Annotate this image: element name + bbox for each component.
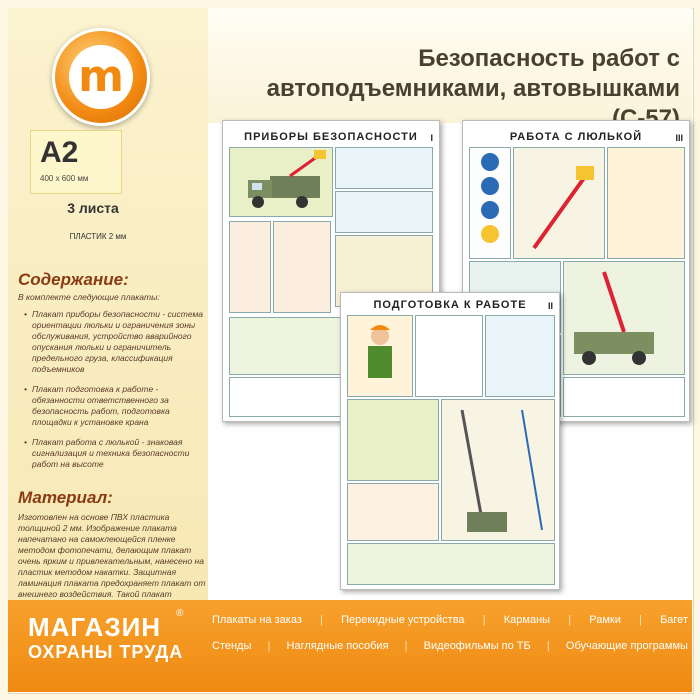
registered-mark: ® [176, 608, 184, 619]
panel-zone-left [229, 221, 271, 313]
panel-limits [335, 191, 433, 233]
shop-subtitle[interactable]: ОХРАНЫ ТРУДА [28, 642, 184, 662]
nav-safety-videos[interactable]: Видеофильмы по ТБ [423, 640, 531, 652]
boom-icon [532, 166, 594, 250]
poster-number: II [547, 301, 553, 311]
content-intro: В комплекте следующие плакаты: [18, 292, 160, 302]
title-line-1: Безопасность работ с [418, 45, 680, 72]
poster-title: ПРИБОРЫ БЕЗОПАСНОСТИ [244, 131, 418, 143]
content-heading: Содержание: [18, 270, 129, 289]
footer-nav-row-1: Плакаты на заказ | Перекидные устройства… [212, 614, 688, 626]
nav-separator: | [404, 640, 408, 652]
nav-separator: | [320, 614, 323, 626]
poster-number: I [430, 133, 433, 143]
panel-warnings [563, 377, 685, 417]
list-item: Плакат приборы безопасности - система ор… [24, 309, 203, 375]
size-info: A2 400 x 600 мм 3 листа ПЛАСТИК 2 мм [18, 130, 188, 250]
panel-workers [607, 147, 685, 259]
truck-icon [574, 271, 654, 365]
panel-orientation [335, 147, 433, 189]
nav-stands[interactable]: Стенды [212, 640, 252, 652]
crane-icon [460, 409, 543, 532]
nav-separator: | [639, 614, 642, 626]
content-list: Плакат приборы безопасности - система ор… [18, 309, 203, 470]
nav-separator: | [267, 640, 271, 652]
format-dimensions: 400 x 600 мм [40, 174, 89, 183]
poster-title: ПОДГОТОВКА К РАБОТЕ [373, 299, 527, 311]
panel-checks [485, 315, 555, 397]
panel-area [415, 315, 483, 397]
list-item: Плакат работа с люлькой - знаковая сигна… [24, 437, 203, 470]
signal-icons [481, 153, 499, 243]
plastic-thickness: ПЛАСТИК 2 мм [69, 232, 127, 241]
panel-signals [469, 147, 511, 259]
list-item: Плакат подготовка к работе - обязанности… [24, 384, 203, 428]
sheet-count: 3 листа [67, 200, 119, 216]
panel-slope [347, 483, 439, 541]
logo-letter: m [78, 51, 124, 102]
nav-custom-posters[interactable]: Плакаты на заказ [212, 614, 302, 626]
panel-truck-boom [563, 261, 685, 375]
poster-number: III [675, 133, 683, 143]
nav-training-programs[interactable]: Обучающие программы [565, 640, 688, 652]
worker-icon [368, 325, 392, 378]
panel-table [347, 543, 555, 585]
content-section: Содержание: В комплекте следующие плакат… [18, 270, 203, 479]
logo-inner: m [69, 45, 133, 109]
material-heading: Материал: [18, 488, 113, 507]
shop-name[interactable]: МАГАЗИН [28, 612, 162, 642]
truck-illustration [229, 147, 333, 217]
brand-logo[interactable]: m [52, 28, 150, 126]
nav-separator: | [482, 614, 486, 626]
format-label: A2 [40, 136, 79, 169]
panel-zone-right [273, 221, 331, 313]
sheet-icon [30, 130, 122, 194]
page-title: Безопасность работ с автоподъемниками, а… [230, 44, 680, 134]
poster-preparation[interactable]: ПОДГОТОВКА К РАБОТЕ II [340, 292, 560, 590]
panel-responsible [347, 315, 413, 397]
nav-baguette[interactable]: Багет [660, 614, 688, 626]
nav-flip-devices[interactable]: Перекидные устройства [341, 614, 465, 626]
truck-icon [248, 150, 326, 208]
panel-ground [347, 399, 439, 481]
nav-separator: | [546, 640, 550, 652]
nav-frames[interactable]: Рамки [589, 614, 621, 626]
footer-bar [8, 600, 692, 692]
nav-visual-aids[interactable]: Наглядные пособия [286, 640, 389, 652]
poster-title: РАБОТА С ЛЮЛЬКОЙ [509, 131, 643, 143]
footer-nav-row-2: Стенды | Наглядные пособия | Видеофильмы… [212, 640, 688, 652]
panel-boom [513, 147, 605, 259]
panel-installation [441, 399, 555, 541]
nav-pockets[interactable]: Карманы [503, 614, 551, 626]
nav-separator: | [568, 614, 572, 626]
